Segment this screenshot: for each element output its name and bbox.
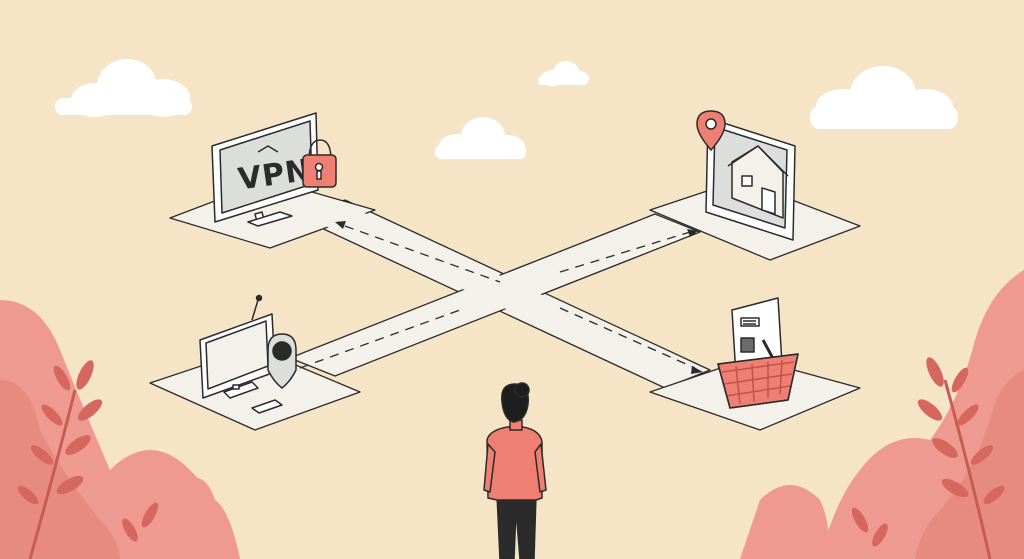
lane-markings <box>299 225 696 369</box>
foliage-left <box>0 300 240 559</box>
cloud-top-center <box>538 61 589 86</box>
arrow-to-basket <box>691 366 703 374</box>
smart-tv-icon <box>199 294 283 414</box>
cloud-center <box>435 117 526 159</box>
foliage-right <box>740 270 1024 559</box>
house-tablet-icon <box>705 117 796 241</box>
person-icon <box>483 382 547 559</box>
location-pin-icon <box>696 110 726 152</box>
padlock-icon <box>302 139 337 188</box>
arrow-to-vpn <box>335 221 346 229</box>
shopping-basket-icon <box>717 297 799 409</box>
cloud-right <box>810 66 958 129</box>
arrow-to-house <box>687 229 698 237</box>
cloud-left <box>55 59 192 117</box>
smart-speaker-icon <box>267 333 297 389</box>
direction-arrows <box>335 221 703 374</box>
